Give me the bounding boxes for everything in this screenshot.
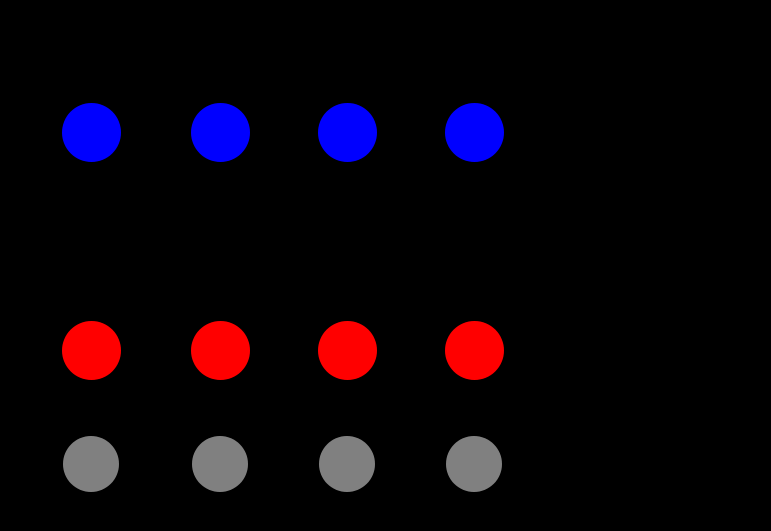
marker-red-row-3[interactable] [317,320,377,380]
marker-gray-row-2[interactable] [192,436,248,492]
marker-blue-row-4[interactable] [444,102,504,162]
marker-gray-row-4[interactable] [446,436,502,492]
marker-gray-row-3[interactable] [319,436,375,492]
marker-gray-row-1[interactable] [63,436,119,492]
marker-blue-row-1[interactable] [61,102,121,162]
marker-red-row-2[interactable] [190,320,250,380]
marker-red-row-1[interactable] [61,320,121,380]
marker-blue-row-3[interactable] [317,102,377,162]
marker-blue-row-2[interactable] [190,102,250,162]
marker-red-row-4[interactable] [444,320,504,380]
